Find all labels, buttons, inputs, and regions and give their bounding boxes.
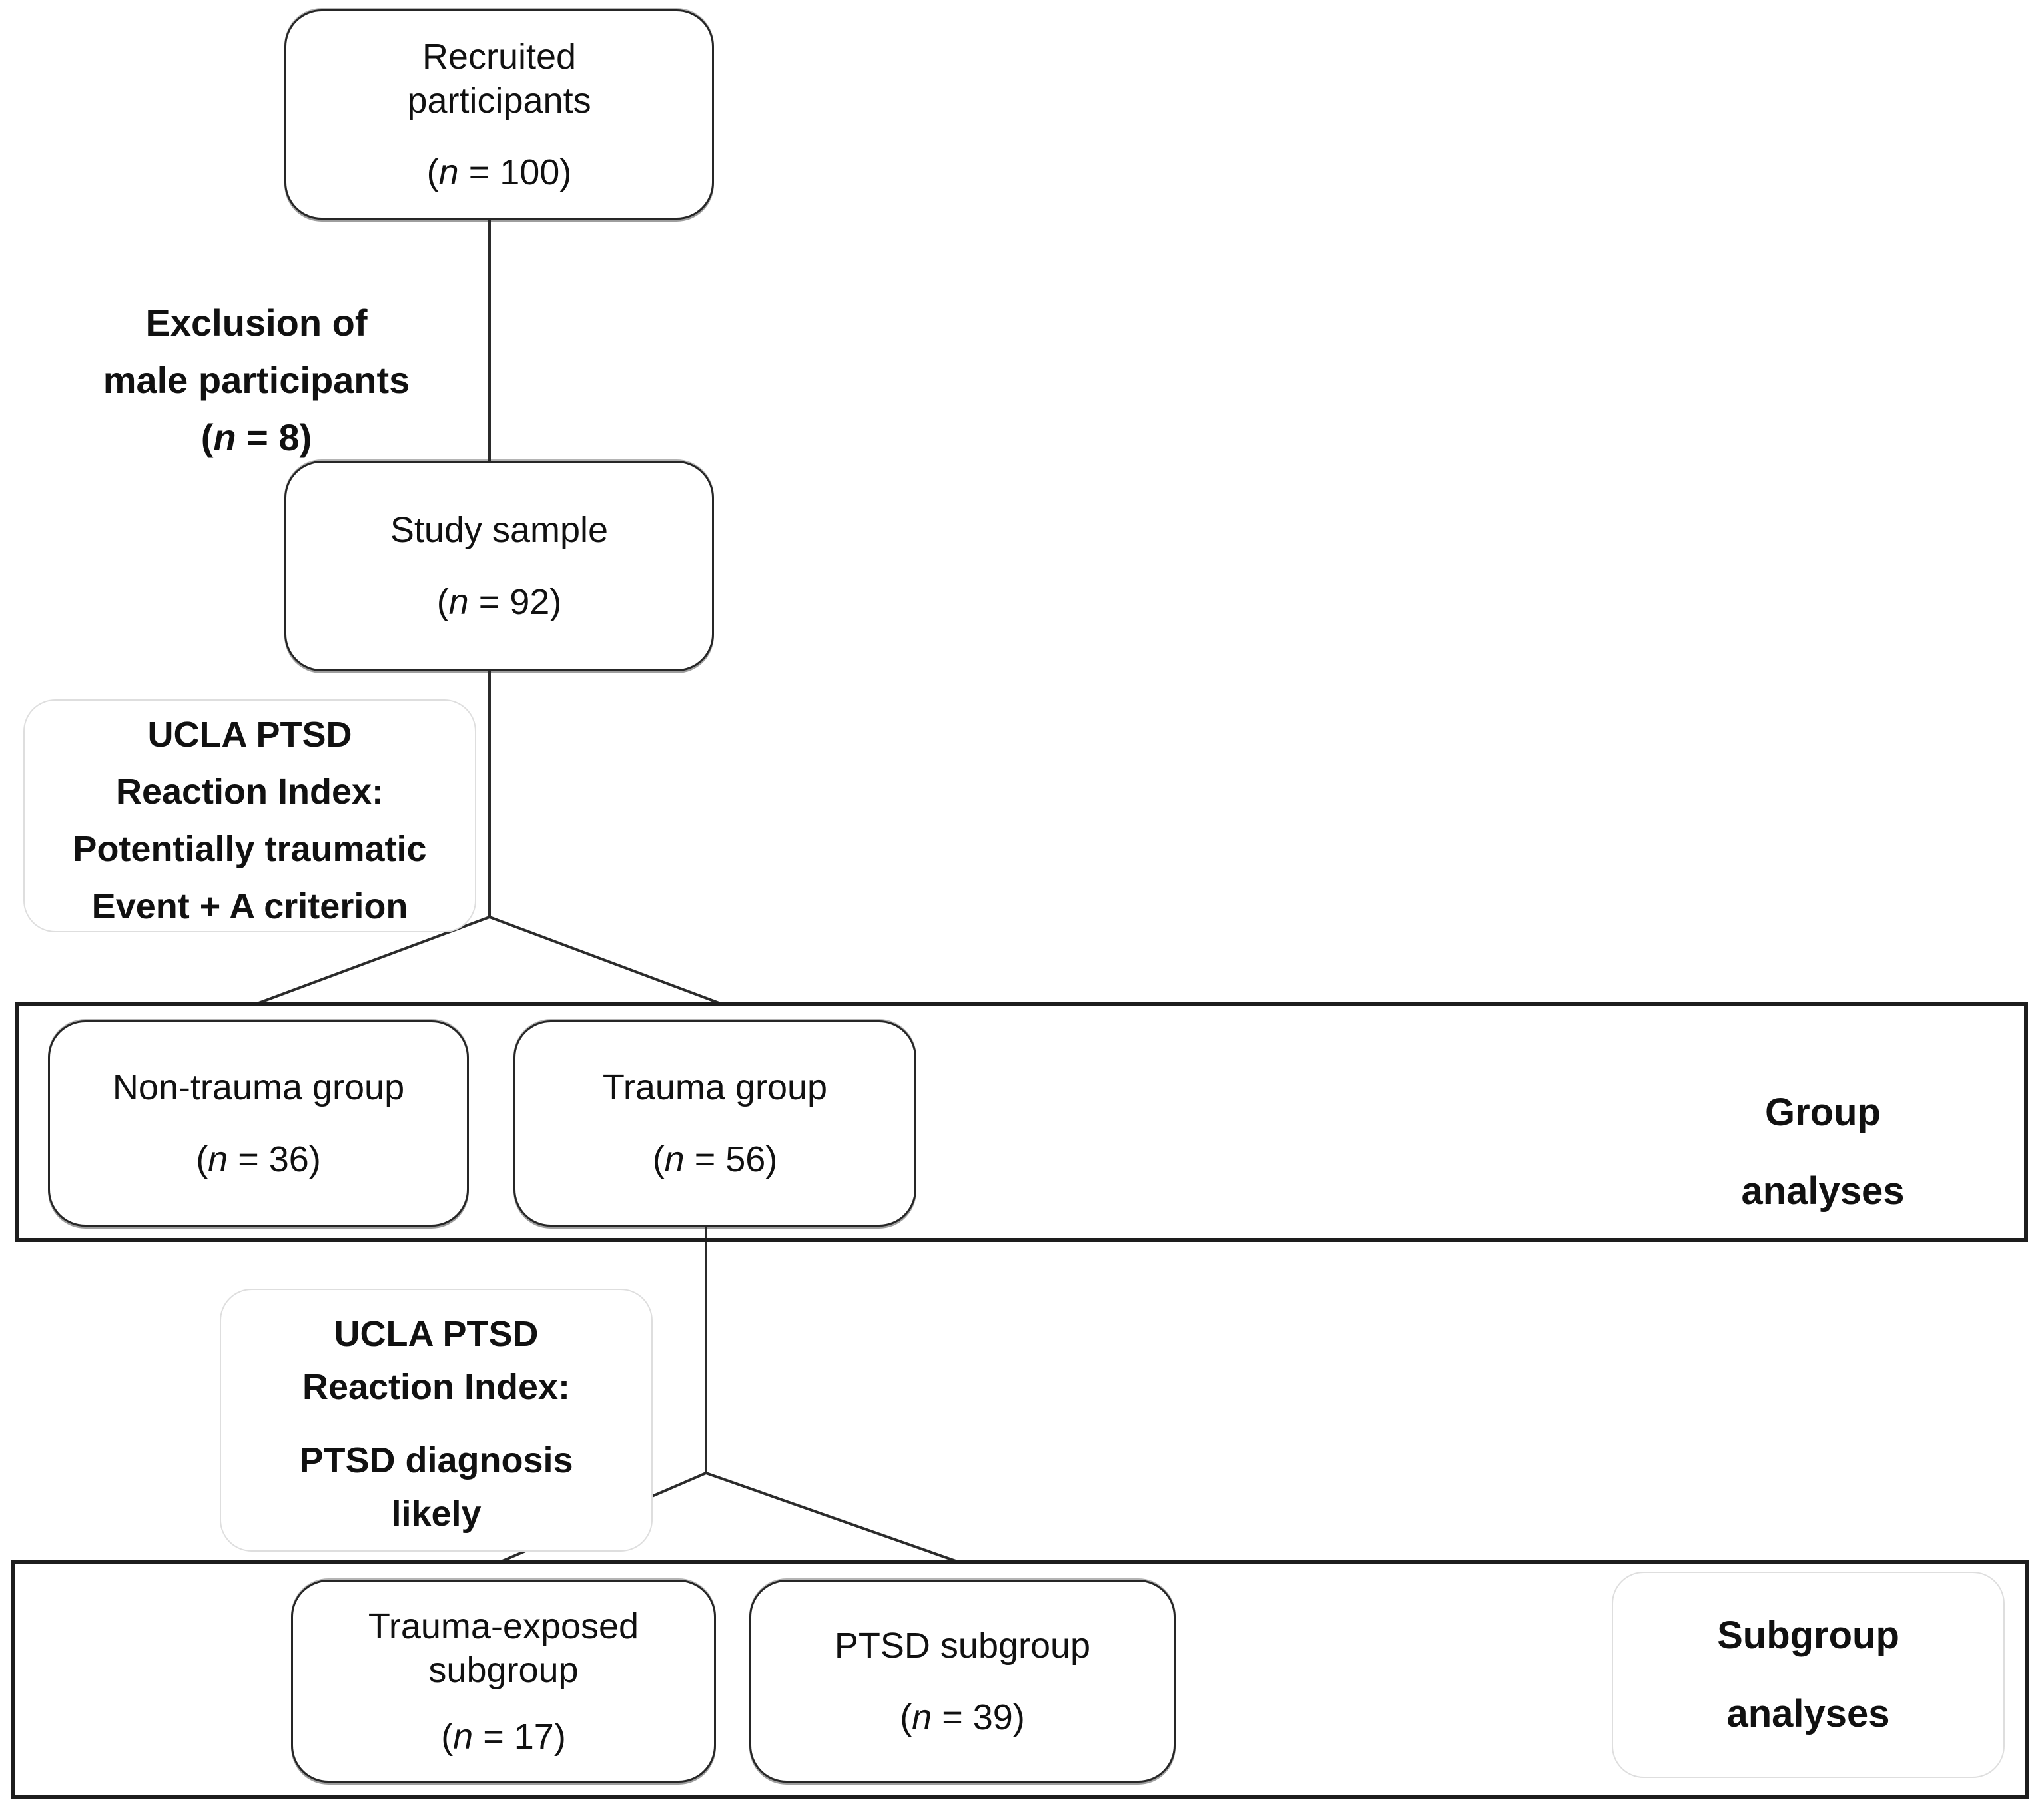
edge-split-to-trauma — [489, 916, 723, 1006]
edge-split-to-ptsd-subgroup — [705, 1472, 958, 1563]
node-trauma-group: Trauma group (n = 56) — [513, 1020, 916, 1227]
node-study-sample: Study sample (n = 92) — [284, 461, 714, 671]
node-n-count: (n = 100) — [426, 152, 572, 192]
label-exclusion-of-male-participants: Exclusion of male participants (n = 8) — [57, 294, 456, 466]
node-n-count: (n = 39) — [900, 1697, 1025, 1737]
node-title: Trauma-exposed subgroup — [368, 1606, 639, 1690]
node-ptsd-subgroup: PTSD subgroup (n = 39) — [749, 1580, 1176, 1783]
node-title: PTSD subgroup — [834, 1625, 1091, 1666]
label-ucla-ptsd-trauma-criterion: UCLA PTSD Reaction Index: Potentially tr… — [23, 699, 476, 932]
node-non-trauma-group: Non-trauma group (n = 36) — [48, 1020, 469, 1227]
node-title: Non-trauma group — [112, 1067, 405, 1107]
node-n-count: (n = 36) — [196, 1139, 321, 1179]
node-n-count: (n = 56) — [652, 1139, 778, 1179]
label-n-count: (n = 8) — [200, 416, 312, 458]
node-trauma-exposed-subgroup: Trauma-exposed subgroup (n = 17) — [291, 1580, 716, 1783]
node-title: Trauma group — [602, 1067, 828, 1107]
subgroup-analyses-panel — [11, 1560, 2029, 1799]
label-group-analyses: Group analyses — [1741, 1091, 1905, 1213]
node-n-count: (n = 17) — [441, 1716, 566, 1757]
label-subgroup-analyses: Subgroup analyses — [1612, 1572, 2005, 1778]
node-title: Study sample — [390, 510, 609, 550]
label-paragraph: PTSD diagnosis likely — [299, 1440, 573, 1534]
label-paragraph: UCLA PTSD Reaction Index: — [302, 1314, 571, 1407]
label-ucla-ptsd-diagnosis-likely: UCLA PTSD Reaction Index: PTSD diagnosis… — [220, 1289, 653, 1552]
node-recruited-participants: Recruited participants (n = 100) — [284, 9, 714, 220]
group-analyses-panel — [15, 1002, 2028, 1242]
node-n-count: (n = 92) — [436, 582, 562, 622]
node-title: Recruited participants — [407, 37, 591, 121]
